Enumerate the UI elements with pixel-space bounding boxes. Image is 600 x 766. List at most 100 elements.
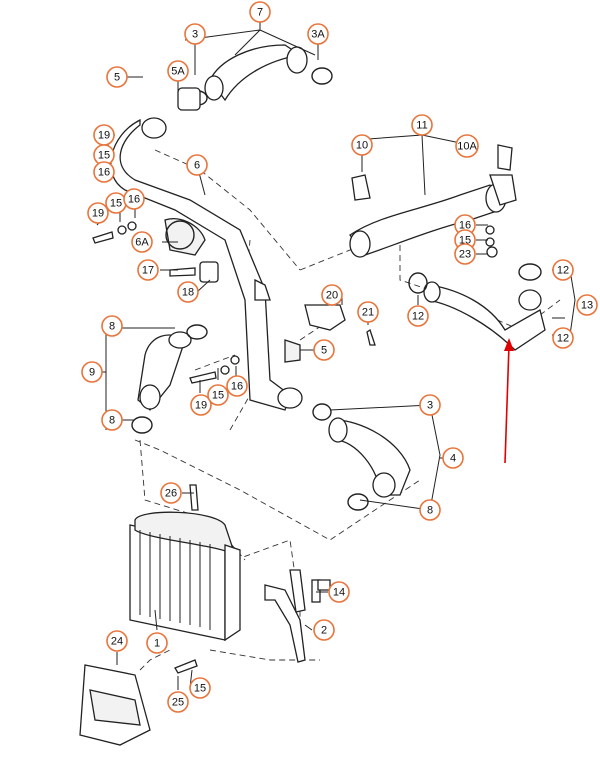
callout-8: 8 bbox=[419, 499, 441, 521]
callout-circle bbox=[454, 243, 476, 265]
callout-12: 12 bbox=[407, 305, 429, 327]
callout-7: 7 bbox=[249, 1, 271, 23]
callout-circle bbox=[226, 375, 248, 397]
callout-label: 5 bbox=[114, 72, 120, 84]
callout-3: 3 bbox=[184, 23, 206, 45]
callout-circle bbox=[576, 294, 598, 316]
callout-circle bbox=[131, 231, 153, 253]
callout-3: 3 bbox=[419, 394, 441, 416]
callout-label: 19 bbox=[98, 130, 110, 142]
callout-18: 18 bbox=[177, 281, 199, 303]
callout-label: 10 bbox=[356, 140, 368, 152]
callout-circle bbox=[321, 284, 343, 306]
callout-circle bbox=[167, 691, 189, 713]
callout-circle bbox=[351, 134, 373, 156]
callout-circle bbox=[81, 361, 103, 383]
callout-label: 1 bbox=[154, 638, 160, 650]
callout-circle bbox=[87, 202, 109, 224]
callout-label: 12 bbox=[412, 311, 424, 323]
callout-19: 19 bbox=[190, 394, 212, 416]
callout-circle bbox=[307, 23, 329, 45]
callout-11: 11 bbox=[411, 114, 433, 136]
callout-circle bbox=[101, 409, 123, 431]
callout-circle bbox=[313, 619, 335, 641]
callout-circle bbox=[407, 305, 429, 327]
callout-label: 9 bbox=[89, 367, 95, 379]
hose-right-lower bbox=[408, 263, 546, 351]
callout-label: 15 bbox=[98, 150, 110, 162]
callout-label: 15 bbox=[110, 198, 122, 210]
callout-label: 10A bbox=[457, 141, 477, 153]
callout-label: 7 bbox=[257, 7, 263, 19]
callout-circle bbox=[160, 482, 182, 504]
callout-label: 5A bbox=[171, 66, 185, 78]
callout-circle bbox=[106, 630, 128, 652]
callout-13: 13 bbox=[576, 294, 598, 316]
callout-circle bbox=[552, 259, 574, 281]
callout-25: 25 bbox=[167, 691, 189, 713]
callout-label: 12 bbox=[557, 333, 569, 345]
callout-20: 20 bbox=[321, 284, 343, 306]
callout-circle bbox=[419, 499, 441, 521]
callout-label: 25 bbox=[172, 697, 184, 709]
callout-12: 12 bbox=[552, 259, 574, 281]
callout-label: 23 bbox=[459, 249, 471, 261]
callout-5A: 5A bbox=[167, 60, 189, 82]
callout-label: 19 bbox=[195, 400, 207, 412]
callout-16: 16 bbox=[226, 375, 248, 397]
callout-label: 15 bbox=[194, 683, 206, 695]
callout-circle bbox=[93, 161, 115, 183]
callout-circle bbox=[328, 581, 350, 603]
callout-3A: 3A bbox=[307, 23, 329, 45]
indicator-arrow bbox=[504, 338, 514, 464]
callout-15: 15 bbox=[93, 144, 115, 166]
callout-label: 18 bbox=[182, 287, 194, 299]
callout-label: 26 bbox=[165, 488, 177, 500]
callout-14: 14 bbox=[328, 581, 350, 603]
callout-circle bbox=[123, 188, 145, 210]
callout-circle bbox=[186, 154, 208, 176]
callout-23: 23 bbox=[454, 243, 476, 265]
callout-8: 8 bbox=[101, 315, 123, 337]
callout-label: 16 bbox=[128, 194, 140, 206]
callout-circle bbox=[137, 259, 159, 281]
callout-circle bbox=[106, 66, 128, 88]
callout-circle bbox=[207, 384, 229, 406]
callout-circle bbox=[177, 281, 199, 303]
callout-16: 16 bbox=[93, 161, 115, 183]
callout-15: 15 bbox=[105, 192, 127, 214]
callout-15: 15 bbox=[189, 677, 211, 699]
callout-10A: 10A bbox=[455, 134, 479, 158]
callout-label: 6A bbox=[135, 237, 149, 249]
callout-circle bbox=[552, 327, 574, 349]
callout-circle bbox=[146, 632, 168, 654]
callout-circle bbox=[313, 339, 335, 361]
callout-circle bbox=[190, 394, 212, 416]
callout-label: 5 bbox=[321, 345, 327, 357]
callout-circle bbox=[419, 394, 441, 416]
callout-label: 16 bbox=[98, 167, 110, 179]
callout-label: 16 bbox=[459, 220, 471, 232]
callout-5: 5 bbox=[106, 66, 128, 88]
callout-label: 15 bbox=[459, 235, 471, 247]
callout-5: 5 bbox=[313, 339, 335, 361]
hose-top bbox=[177, 44, 333, 111]
callout-label: 3 bbox=[427, 400, 433, 412]
callout-label: 12 bbox=[557, 265, 569, 277]
callout-label: 13 bbox=[581, 300, 593, 312]
callout-19: 19 bbox=[93, 124, 115, 146]
callout-4: 4 bbox=[442, 447, 464, 469]
callout-label: 6 bbox=[194, 160, 200, 172]
callout-label: 11 bbox=[416, 120, 427, 132]
callout-circle bbox=[189, 677, 211, 699]
hose-left-middle bbox=[131, 324, 208, 434]
callout-16: 16 bbox=[123, 188, 145, 210]
callout-label: 21 bbox=[362, 307, 374, 319]
callout-circle bbox=[455, 134, 479, 158]
callout-label: 2 bbox=[321, 625, 327, 637]
callout-label: 20 bbox=[326, 290, 338, 302]
callout-24: 24 bbox=[106, 630, 128, 652]
callout-label: 4 bbox=[450, 453, 456, 465]
callout-circle bbox=[411, 114, 433, 136]
